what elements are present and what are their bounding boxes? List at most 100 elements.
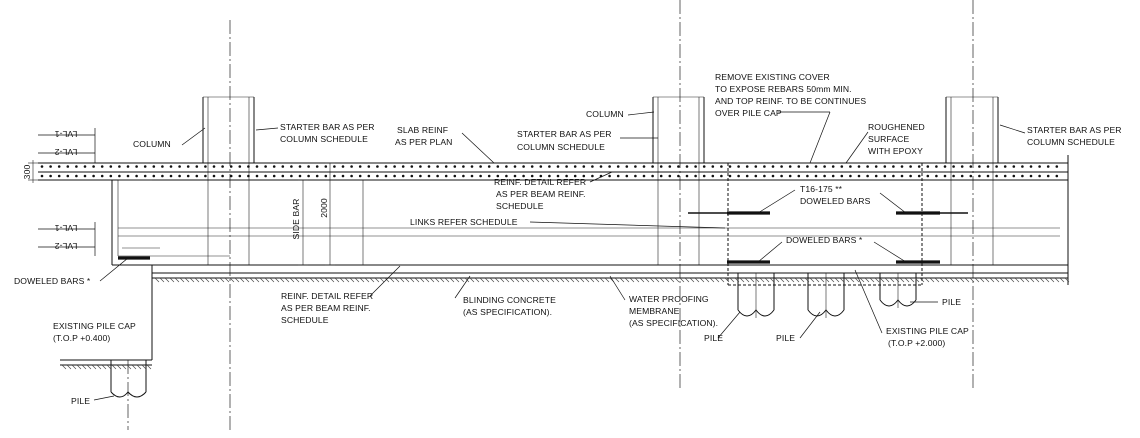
hatch-stroke (1059, 277, 1065, 283)
hatch-stroke (434, 277, 440, 283)
rebar-dot (694, 174, 697, 178)
hatch-stroke (164, 277, 170, 283)
hatch-stroke (629, 277, 635, 283)
rebar-dot (625, 165, 629, 168)
hatch-stroke (854, 277, 860, 283)
rebar-dot (410, 165, 414, 168)
hatch-stroke (669, 277, 675, 283)
rebar-dot (384, 165, 388, 168)
rebar-dot (419, 165, 422, 168)
rebar-dot (427, 174, 431, 178)
hatch-stroke (279, 277, 285, 283)
rebar-dot (436, 165, 439, 168)
rebar-dot (952, 165, 955, 168)
hatch-stroke (679, 277, 685, 283)
hatch-stroke (714, 277, 720, 283)
hatch-stroke (494, 277, 500, 283)
hatch-stroke (614, 277, 620, 283)
hatch-stroke (804, 277, 810, 283)
rebar-dot (169, 165, 173, 168)
rebar-dot (565, 174, 568, 178)
rebar-dot (599, 165, 603, 168)
label-pile-1: PILE (704, 333, 723, 343)
rebar-dot (935, 174, 938, 178)
hatch-stroke (824, 277, 830, 283)
rebar-dot (995, 165, 998, 168)
hatch-stroke (794, 277, 800, 283)
rebar-dot (840, 165, 844, 168)
hatch-stroke (369, 277, 375, 283)
hatch-stroke (439, 277, 445, 283)
rebar-dot (642, 174, 646, 178)
hatch-stroke (579, 277, 585, 283)
rebar-dot (479, 165, 482, 168)
hatch-stroke (314, 277, 320, 283)
hatch-stroke (889, 277, 895, 283)
rebar-dot (943, 174, 947, 178)
rebar-dot (625, 174, 629, 178)
level-tag-1: LVL-1 (54, 129, 77, 139)
hatch-stroke (879, 277, 885, 283)
rebar-dot (969, 174, 973, 178)
rebar-dot (892, 165, 895, 168)
rebar-dot (840, 174, 844, 178)
hatch-stroke (784, 277, 790, 283)
rebar-dot (763, 165, 766, 168)
rebar-dot (874, 174, 878, 178)
label-slab-reinf-line2: AS PER PLAN (395, 137, 452, 147)
label-starter-bar-3-line2: COLUMN SCHEDULE (1027, 137, 1115, 147)
hatch-stroke (244, 277, 250, 283)
rebar-dot (264, 165, 267, 168)
label-blinding-line1: BLINDING CONCRETE (463, 295, 556, 305)
hatch-stroke (454, 277, 460, 283)
hatch-stroke (999, 277, 1005, 283)
hatch-stroke (299, 277, 305, 283)
hatch-stroke (209, 277, 215, 283)
label-waterproof-line1: WATER PROOFING (629, 294, 709, 304)
rebar-dot (221, 174, 224, 178)
rebar-dot (470, 165, 474, 168)
hatch-stroke (659, 277, 665, 283)
rebar-dot (763, 174, 766, 178)
hatch-stroke (239, 277, 245, 283)
label-reinf-bottom-line1: REINF. DETAIL REFER (281, 291, 373, 301)
rebar-dot (797, 165, 801, 168)
rebar-dot (539, 165, 543, 168)
rebar-dot (49, 165, 52, 168)
rebar-dot (530, 174, 534, 178)
hatch-stroke (294, 277, 300, 283)
rebar-dot (539, 174, 543, 178)
hatch-stroke (994, 277, 1000, 283)
hatch-stroke (459, 277, 465, 283)
hatch-stroke (959, 277, 965, 283)
hatch-stroke (116, 364, 122, 370)
hatch-stroke (934, 277, 940, 283)
rebar-dot (702, 174, 706, 178)
rebar-dot (186, 174, 190, 178)
rebar-dot (444, 165, 448, 168)
hatch-stroke (349, 277, 355, 283)
hatch-stroke (474, 277, 480, 283)
rebar-dot (393, 165, 396, 168)
rebar-dot (75, 174, 78, 178)
pile-3 (879, 273, 917, 308)
rebar-dot (1038, 165, 1041, 168)
svg-text:LVL-2: LVL-2 (54, 241, 77, 251)
rebar-dot (100, 165, 104, 168)
rebar-dot (178, 165, 181, 168)
hatch-stroke (604, 277, 610, 283)
rebar-dot (823, 174, 826, 178)
rebar-dot (1029, 165, 1033, 168)
hatch-stroke (559, 277, 565, 283)
rebar-dot (797, 174, 801, 178)
label-waterproof-line2: MEMBRANE (629, 306, 680, 316)
rebar-dot (616, 174, 620, 178)
rebar-dot (126, 165, 130, 168)
rebar-dot (849, 165, 852, 168)
rebar-dot (849, 174, 852, 178)
rebar-dot (401, 165, 405, 168)
hatch-stroke (874, 277, 880, 283)
rebar-dot (195, 174, 199, 178)
rebar-dot (892, 174, 895, 178)
hatch-stroke (574, 277, 580, 283)
